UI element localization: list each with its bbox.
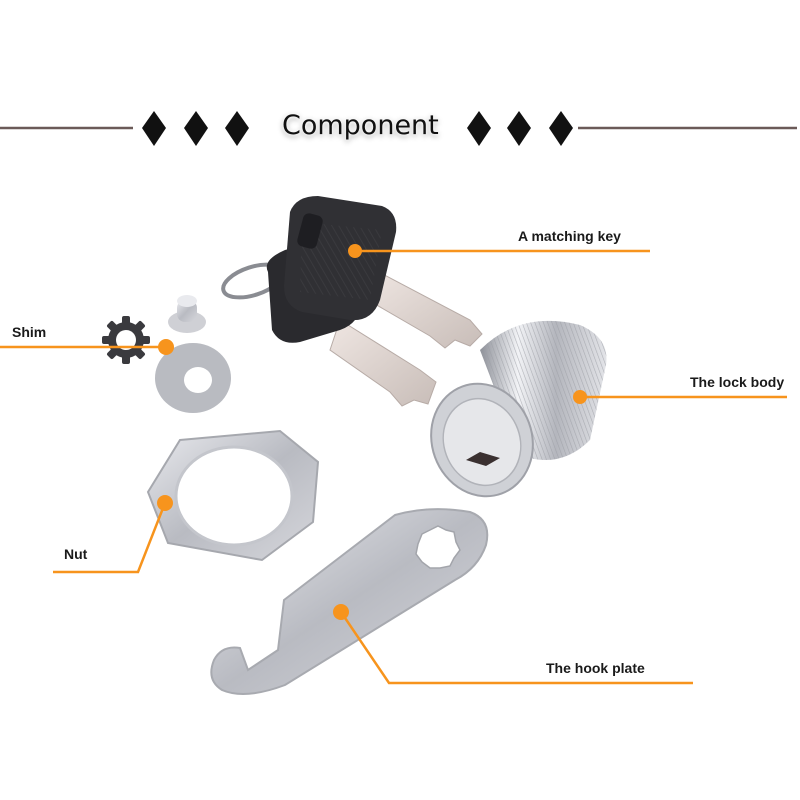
nut-illustration (146, 429, 320, 562)
shim-illustration (102, 295, 231, 413)
hook-plate-illustration (210, 508, 489, 695)
header-divider (0, 111, 797, 146)
keys-illustration (221, 196, 483, 407)
label-hook-plate: The hook plate (546, 660, 645, 676)
lock-body-illustration (430, 320, 607, 498)
label-nut: Nut (64, 546, 88, 562)
callout-dots (157, 244, 587, 620)
label-shim: Shim (12, 324, 47, 340)
label-matching-key: A matching key (518, 228, 621, 244)
callouts (0, 249, 787, 685)
label-lock-body: The lock body (690, 374, 785, 390)
page-title: Component (282, 110, 439, 141)
